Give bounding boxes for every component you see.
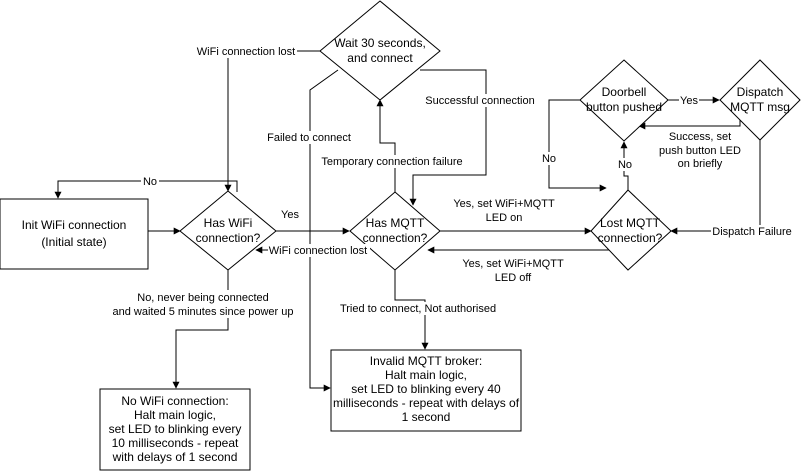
node-dispatch-line-2: MQTT msg: [730, 100, 790, 114]
node-has-mqtt-connection[interactable]: Has MQTT connection?: [349, 191, 441, 271]
label-failed-to-connect: Failed to connect: [267, 132, 351, 144]
label-wifi-connection-lost-top: WiFi connection lost: [197, 46, 295, 58]
node-invalid-broker-line-2: Halt main logic,: [385, 368, 467, 382]
node-lost-mqtt-line-2: connection?: [598, 231, 663, 245]
node-has-mqtt-line-1: Has MQTT: [366, 216, 425, 230]
label-yes-wifi: Yes: [281, 209, 299, 221]
label-doorbell-yes: Yes: [680, 95, 698, 107]
edge-init-to-has-wifi: [147, 227, 181, 236]
node-no-wifi-line-1: No WiFi connection:: [121, 394, 228, 408]
node-lost-mqtt-connection[interactable]: Lost MQTT connection?: [590, 189, 672, 271]
node-has-wifi-connection[interactable]: Has WiFi connection?: [179, 190, 277, 271]
label-no-wifi-timeout-line-2: and waited 5 minutes since power up: [113, 306, 294, 318]
node-init-wifi-connection[interactable]: Init WiFi connection (Initial state): [0, 198, 149, 270]
edge-has-wifi-no-to-no-wifi: [172, 270, 229, 389]
label-yes-led-on-line-2: LED on: [486, 212, 523, 224]
label-doorbell-no: No: [542, 153, 556, 165]
node-wait-line-1: Wait 30 seconds,: [334, 36, 426, 50]
node-init-wifi-line-1: Init WiFi connection: [22, 218, 127, 232]
label-lost-mqtt-no: No: [618, 159, 632, 171]
label-yes-led-on-line-1: Yes, set WiFi+MQTT: [453, 198, 555, 210]
edge-wait-wifi-lost-to-has-wifi: [224, 50, 320, 192]
edge-has-mqtt-not-authorised-to-invalid-broker: [394, 270, 429, 350]
node-invalid-broker-line-4: milliseconds - repeat with delays of: [333, 396, 520, 410]
label-success-line-1: Success, set: [669, 131, 731, 143]
node-invalid-broker-line-3: set LED to blinking every 40: [351, 382, 501, 396]
node-lost-mqtt-line-1: Lost MQTT: [600, 216, 661, 230]
label-success-line-2: push button LED: [659, 145, 741, 157]
node-init-wifi-line-2: (Initial state): [41, 235, 106, 249]
node-doorbell-line-2: button pushed: [586, 100, 662, 114]
node-dispatch-line-1: Dispatch: [737, 85, 784, 99]
edge-dispatch-success-to-doorbell: [638, 120, 741, 130]
label-not-authorised: Tried to connect, Not authorised: [340, 303, 496, 315]
label-temporary-connection-failure: Temporary connection failure: [321, 156, 462, 168]
edge-has-mqtt-temporary-failure-to-wait: [376, 99, 396, 192]
node-no-wifi-connection[interactable]: No WiFi connection: Halt main logic, set…: [99, 388, 251, 471]
label-no-wifi-timeout-line-1: No, never being connected: [137, 292, 268, 304]
label-success-line-3: on briefly: [678, 158, 723, 170]
edge-doorbell-no-to-lost-mqtt: [548, 99, 607, 192]
edge-wait-success-to-has-mqtt: [409, 69, 487, 206]
node-dispatch-mqtt-msg[interactable]: Dispatch MQTT msg: [719, 59, 801, 141]
node-doorbell-line-1: Doorbell: [602, 85, 647, 99]
node-no-wifi-line-4: 10 milliseconds - repeat: [112, 436, 239, 450]
label-wifi-connection-lost-mid: WiFi connection lost: [269, 245, 367, 257]
node-has-wifi-line-2: connection?: [196, 231, 261, 245]
label-yes-led-off-line-2: LED off: [495, 272, 532, 284]
edge-wait-failed-to-invalid-broker: [309, 69, 339, 392]
node-has-wifi-line-1: Has WiFi: [204, 216, 253, 230]
node-no-wifi-line-3: set LED to blinking every: [109, 422, 242, 436]
label-successful-connection: Successful connection: [425, 95, 534, 107]
node-wait-line-2: and connect: [347, 51, 413, 65]
node-invalid-broker-line-1: Invalid MQTT broker:: [370, 354, 482, 368]
node-invalid-mqtt-broker[interactable]: Invalid MQTT broker: Halt main logic, se…: [330, 349, 522, 432]
node-wait-30-seconds[interactable]: Wait 30 seconds, and connect: [319, 0, 441, 101]
node-doorbell-button-pushed[interactable]: Doorbell button pushed: [579, 59, 669, 142]
node-no-wifi-line-5: with delays of 1 second: [112, 450, 238, 464]
edge-labels: WiFi connection lost No Yes Failed to co…: [110, 45, 794, 318]
node-no-wifi-line-2: Halt main logic,: [134, 408, 216, 422]
label-no-to-init: No: [143, 176, 157, 188]
label-dispatch-failure: Dispatch Failure: [712, 226, 791, 238]
node-has-mqtt-line-2: connection?: [363, 231, 428, 245]
node-invalid-broker-line-5: 1 second: [402, 410, 451, 424]
label-yes-led-off-line-1: Yes, set WiFi+MQTT: [462, 258, 564, 270]
